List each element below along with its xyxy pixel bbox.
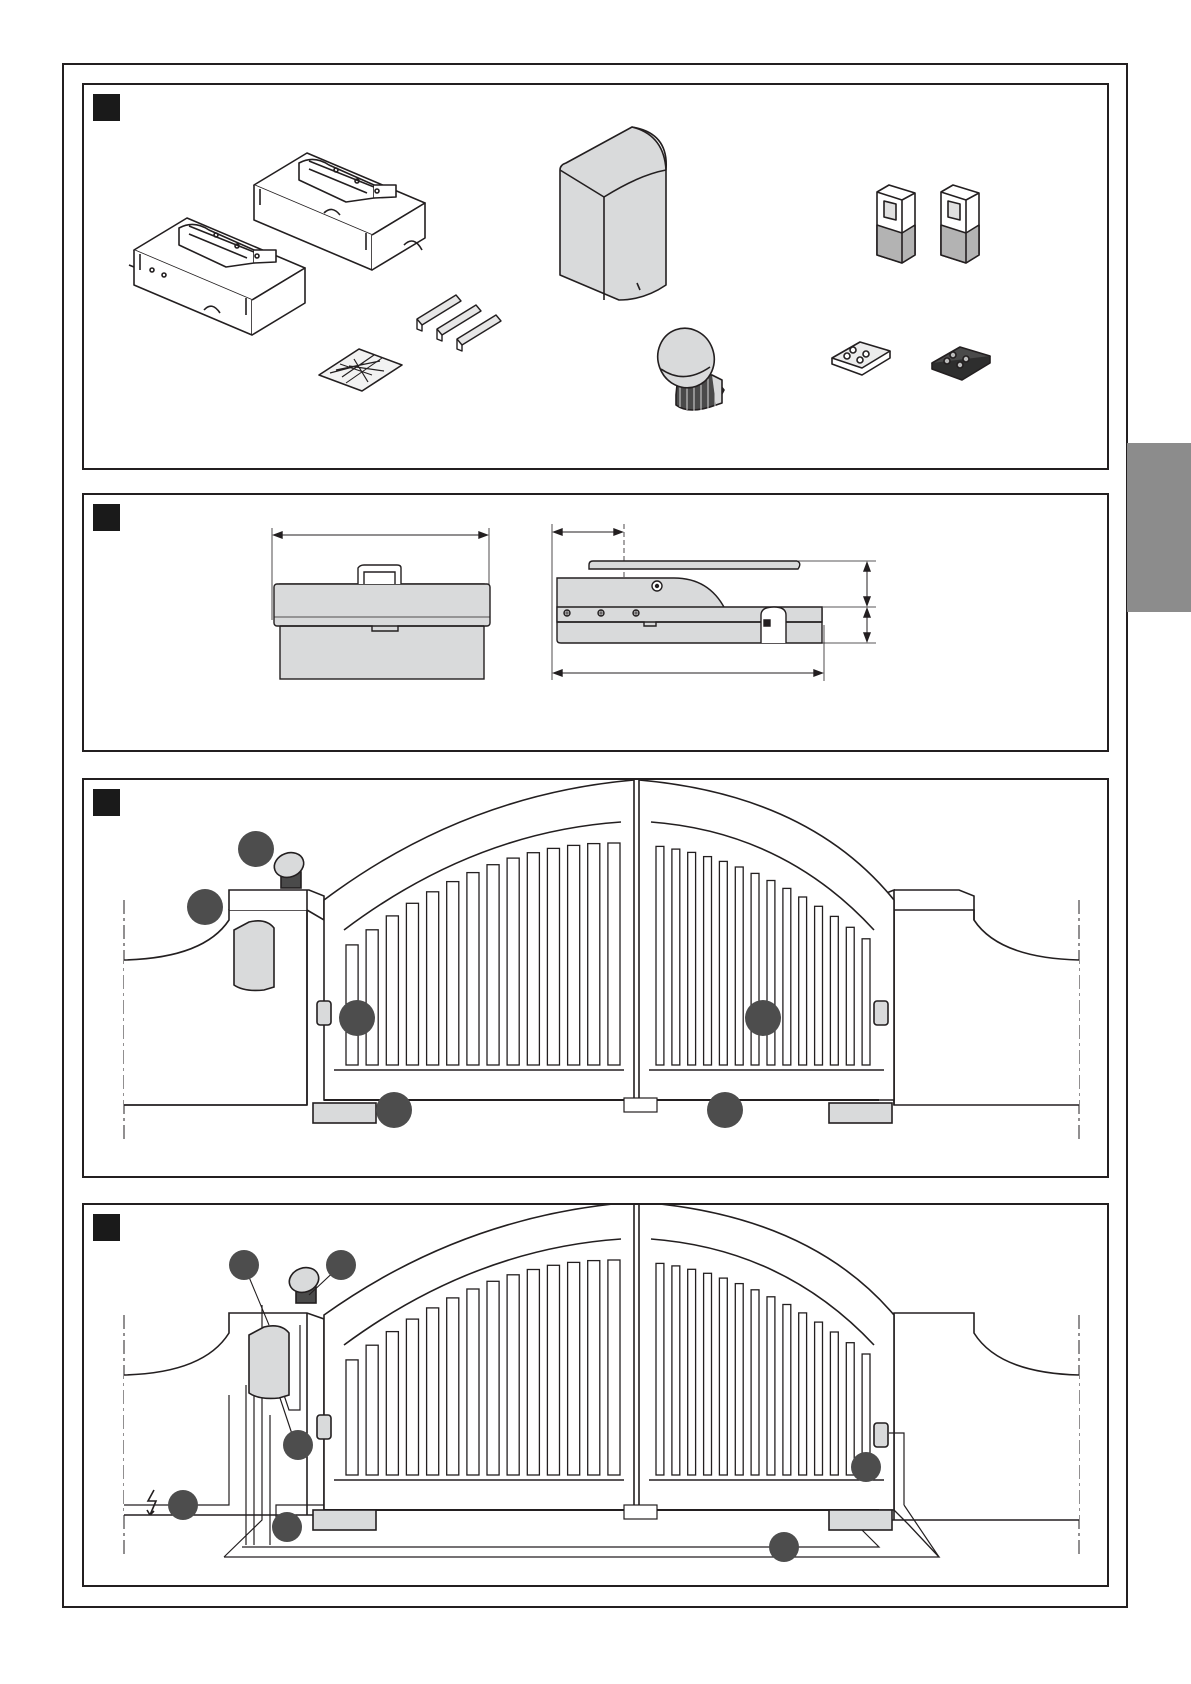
gate-bar (767, 881, 775, 1066)
gate-bar (704, 857, 712, 1065)
gate-bar (672, 1266, 680, 1475)
gate-bar (487, 865, 499, 1065)
gate-bar (862, 939, 870, 1065)
gearmotor-back (254, 153, 425, 270)
gate-bar (608, 843, 620, 1065)
gate-bar (507, 858, 519, 1065)
gate-bar (751, 873, 759, 1065)
photocell-left (877, 185, 915, 263)
flashing-light (271, 849, 307, 888)
gate-bar (427, 892, 439, 1065)
gate-bar (527, 853, 539, 1065)
figure-2 (82, 493, 1109, 752)
figure-3 (82, 778, 1109, 1178)
gearmotor-right (829, 1510, 892, 1530)
gate-bar (815, 906, 823, 1065)
gate-stop (624, 1505, 657, 1519)
gate-bar (427, 1308, 439, 1475)
figure-2-drawing (84, 495, 1111, 754)
gate-bar (735, 1284, 743, 1475)
gate-bar (447, 1298, 459, 1475)
left-wall (124, 910, 307, 1105)
gate-bar (719, 1278, 727, 1475)
gate-bar (406, 903, 418, 1065)
gate-bar (487, 1281, 499, 1475)
gate-bar (799, 897, 807, 1065)
gate-bar (656, 846, 664, 1065)
gearmotor-left (313, 1510, 376, 1530)
gate-bar (688, 852, 696, 1065)
section-side-tab (1127, 443, 1191, 612)
transmitter-dark (932, 347, 990, 380)
gate-bar (588, 1261, 600, 1475)
gate-bar (846, 1343, 854, 1475)
gate-bar (656, 1263, 664, 1475)
gate-bar (719, 861, 727, 1065)
gate-bar (815, 1322, 823, 1475)
gate-bar (735, 867, 743, 1065)
gate-bar (799, 1313, 807, 1475)
control-unit (249, 1326, 289, 1399)
gate-bar (608, 1260, 620, 1475)
photocell-right (874, 1423, 888, 1447)
transmitter-light (832, 342, 890, 375)
gate-bar (527, 1270, 539, 1476)
gate-bar (386, 916, 398, 1065)
figure-3-drawing (84, 780, 1111, 1180)
gate-bar (704, 1273, 712, 1475)
release-keys (417, 295, 501, 351)
gate-bar (386, 1332, 398, 1475)
gate-bar (467, 1289, 479, 1475)
gate-bar (830, 1332, 838, 1475)
motor-side-view (552, 524, 876, 681)
gate-bar (467, 873, 479, 1065)
gate-bar (830, 916, 838, 1065)
gate-bar (846, 927, 854, 1065)
figure-4-drawing (84, 1205, 1111, 1589)
gate-bar (568, 1262, 580, 1475)
flashing-light (286, 1264, 322, 1303)
gate-bar (783, 888, 791, 1065)
figure-1-drawing (84, 85, 1111, 472)
gate-bar (366, 1345, 378, 1475)
left-wall (124, 1313, 324, 1515)
right-wall (879, 890, 1079, 1105)
photocell-right (874, 1001, 888, 1025)
gate-bar (447, 882, 459, 1065)
figure-1 (82, 83, 1109, 470)
gate-bar (366, 930, 378, 1065)
gearmotor-right (829, 1103, 892, 1123)
gate-bar (767, 1297, 775, 1475)
gate-bar (507, 1275, 519, 1475)
gate-bar (406, 1319, 418, 1475)
gate-bar (672, 849, 680, 1065)
photocell-right (941, 185, 979, 263)
control-unit (560, 127, 666, 300)
gate-bar (547, 1265, 559, 1475)
flashing-light (649, 320, 724, 412)
gate-bar (751, 1290, 759, 1475)
gate-bar (588, 844, 600, 1065)
gate-stop (624, 1098, 657, 1112)
photocell-left (317, 1001, 331, 1025)
figure-4 (82, 1203, 1109, 1587)
gearmotor-left (313, 1103, 376, 1123)
right-wall (879, 1313, 1079, 1520)
gate-bar (688, 1269, 696, 1475)
gearmotor-front (129, 218, 305, 335)
gate-bar (547, 848, 559, 1065)
motor-front-view (272, 528, 490, 679)
gate-bar (783, 1305, 791, 1476)
gate-bar (568, 845, 580, 1065)
gate-bar (346, 1360, 358, 1475)
control-unit (234, 921, 274, 991)
screws-bag (319, 349, 402, 391)
photocell-left (317, 1415, 331, 1439)
